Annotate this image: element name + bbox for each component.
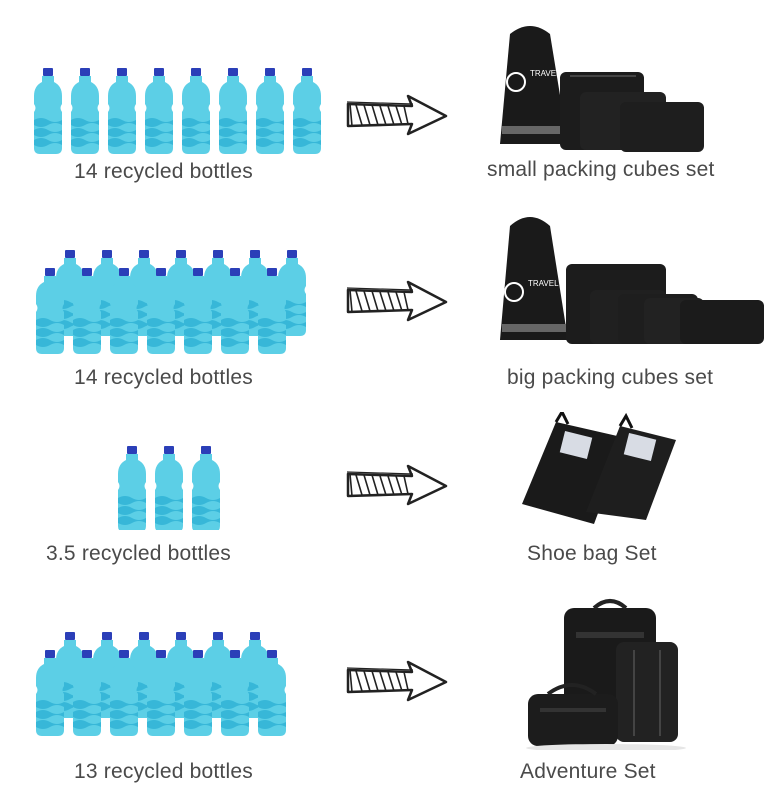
conversion-row-4: 13 recycled bottles Adventure Set: [0, 590, 784, 800]
shoe-bag-image: [522, 412, 676, 524]
conversion-row-1: 14 recycled bottles TRAVEL DUDE small pa…: [0, 0, 784, 200]
product-name-caption: small packing cubes set: [487, 158, 715, 181]
bag-brand-text: TRAVEL DUDE: [530, 69, 585, 78]
adventure-set-image: [526, 599, 686, 750]
sketch-arrow-icon: [346, 660, 448, 702]
conversion-row-3: 3.5 recycled bottles Shoe bag Set: [0, 400, 784, 590]
bottle-group: [36, 250, 306, 354]
big-packing-cubes-image: TRAVEL DUDE: [500, 217, 764, 344]
bottle-group: [118, 446, 246, 530]
bottle-count-caption: 13 recycled bottles: [74, 760, 253, 783]
sketch-arrow-icon: [346, 464, 448, 506]
product-name-caption: big packing cubes set: [507, 366, 714, 389]
small-packing-cubes-image: TRAVEL DUDE: [500, 26, 704, 152]
bag-brand-text: TRAVEL DUDE: [528, 279, 583, 288]
product-name-caption: Adventure Set: [520, 760, 656, 783]
bottle-count-caption: 14 recycled bottles: [74, 160, 253, 183]
bottle-count-caption: 14 recycled bottles: [74, 366, 253, 389]
sketch-arrow-icon: [346, 94, 448, 136]
product-name-caption: Shoe bag Set: [527, 542, 657, 565]
sketch-arrow-icon: [346, 280, 448, 322]
bottle-group: [34, 68, 321, 154]
conversion-row-2: 14 recycled bottles TRAVEL DUDE big pack…: [0, 200, 784, 400]
bottle-group: [36, 632, 286, 736]
bottle-count-caption: 3.5 recycled bottles: [46, 542, 231, 565]
